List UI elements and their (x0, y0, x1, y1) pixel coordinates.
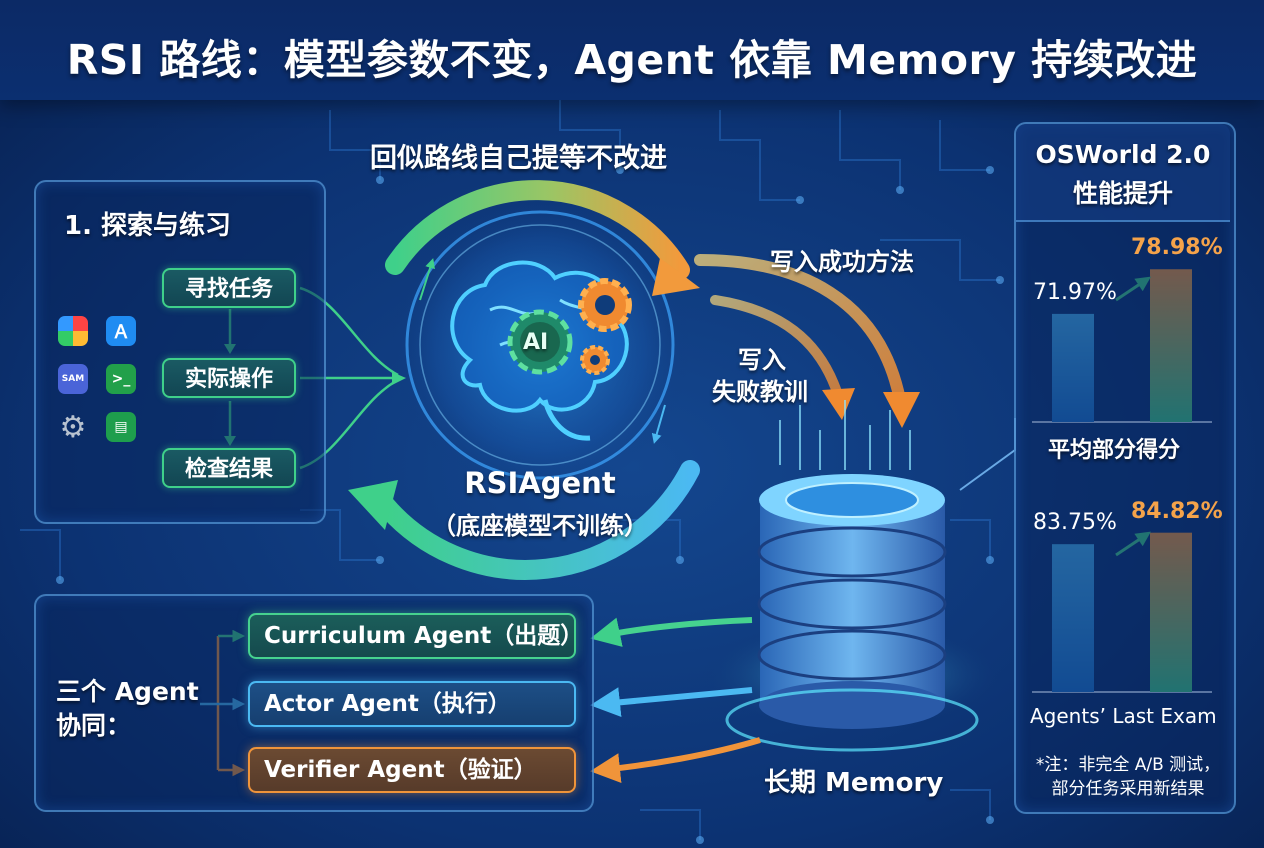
verifier-agent-box: Verifier Agent（验证） (248, 747, 576, 793)
light-rays (779, 400, 911, 470)
results-heading-line2: 性能提升 (1072, 179, 1173, 208)
step-find-task: 寻找任务 (162, 268, 296, 308)
explore-heading: 1. 探索与练习 (64, 211, 232, 241)
cycle-top-label: 回似路线自己提等不改进 (370, 143, 667, 174)
results-panel (1014, 122, 1236, 814)
agent-name: RSIAgent (464, 466, 616, 500)
success-label: 写入成功方法 (770, 248, 914, 276)
memory-database-icon (725, 474, 979, 752)
gear-icon (578, 278, 632, 332)
collab-label-line1: 三个 Agent (56, 677, 199, 706)
curriculum-agent-box: Curriculum Agent（出题） (248, 613, 583, 659)
settings-gear-icon: ⚙ (59, 409, 87, 445)
chart2-value-label-after: 84.82% (1131, 498, 1223, 524)
page-title: RSI 路线：模型参数不变，Agent 依靠 Memory 持续改进 (66, 36, 1198, 84)
gear-icon (580, 345, 610, 375)
memory-label: 长期 Memory (764, 768, 944, 798)
sam-icon: SAM (58, 364, 88, 394)
title-bar (0, 0, 1264, 100)
step-check-result: 检查结果 (162, 448, 296, 488)
photos-icon (58, 316, 88, 346)
gear-icon (507, 309, 573, 375)
results-note-line1: *注：非完全 A/B 测试， (1035, 755, 1221, 775)
chart1-value-label-before: 71.97% (1033, 279, 1117, 305)
actor-agent-box: Actor Agent（执行） (248, 681, 576, 727)
app-store-icon: Ａ (106, 316, 136, 346)
terminal-icon: >_ (106, 364, 136, 394)
results-header (1016, 124, 1230, 222)
chart1-value-label-after: 78.98% (1131, 235, 1223, 261)
chart2-value-label-before: 83.75% (1033, 510, 1117, 536)
failure-stream (710, 295, 843, 400)
results-heading-line1: OSWorld 2.0 (1035, 140, 1211, 169)
cycle-arc-top (385, 180, 690, 280)
chart1-axis-label: 平均部分得分 (1048, 438, 1181, 463)
collab-label-line2: 协同： (56, 711, 132, 740)
cycle-arc-bottom (375, 460, 700, 580)
failure-label-line1: 写入 (738, 346, 786, 374)
failure-label-line2: 失败教训 (712, 378, 808, 406)
results-note-line2: 部分任务采用新结果 (1051, 779, 1205, 799)
success-stream (694, 254, 906, 406)
ai-label: AI (523, 330, 549, 355)
spreadsheet-icon: ▤ (106, 412, 136, 442)
chart2-axis-label: Agents’ Last Exam (1030, 704, 1217, 728)
step-operate: 实际操作 (162, 358, 296, 398)
agent-note: （底座模型不训练） (432, 512, 648, 540)
